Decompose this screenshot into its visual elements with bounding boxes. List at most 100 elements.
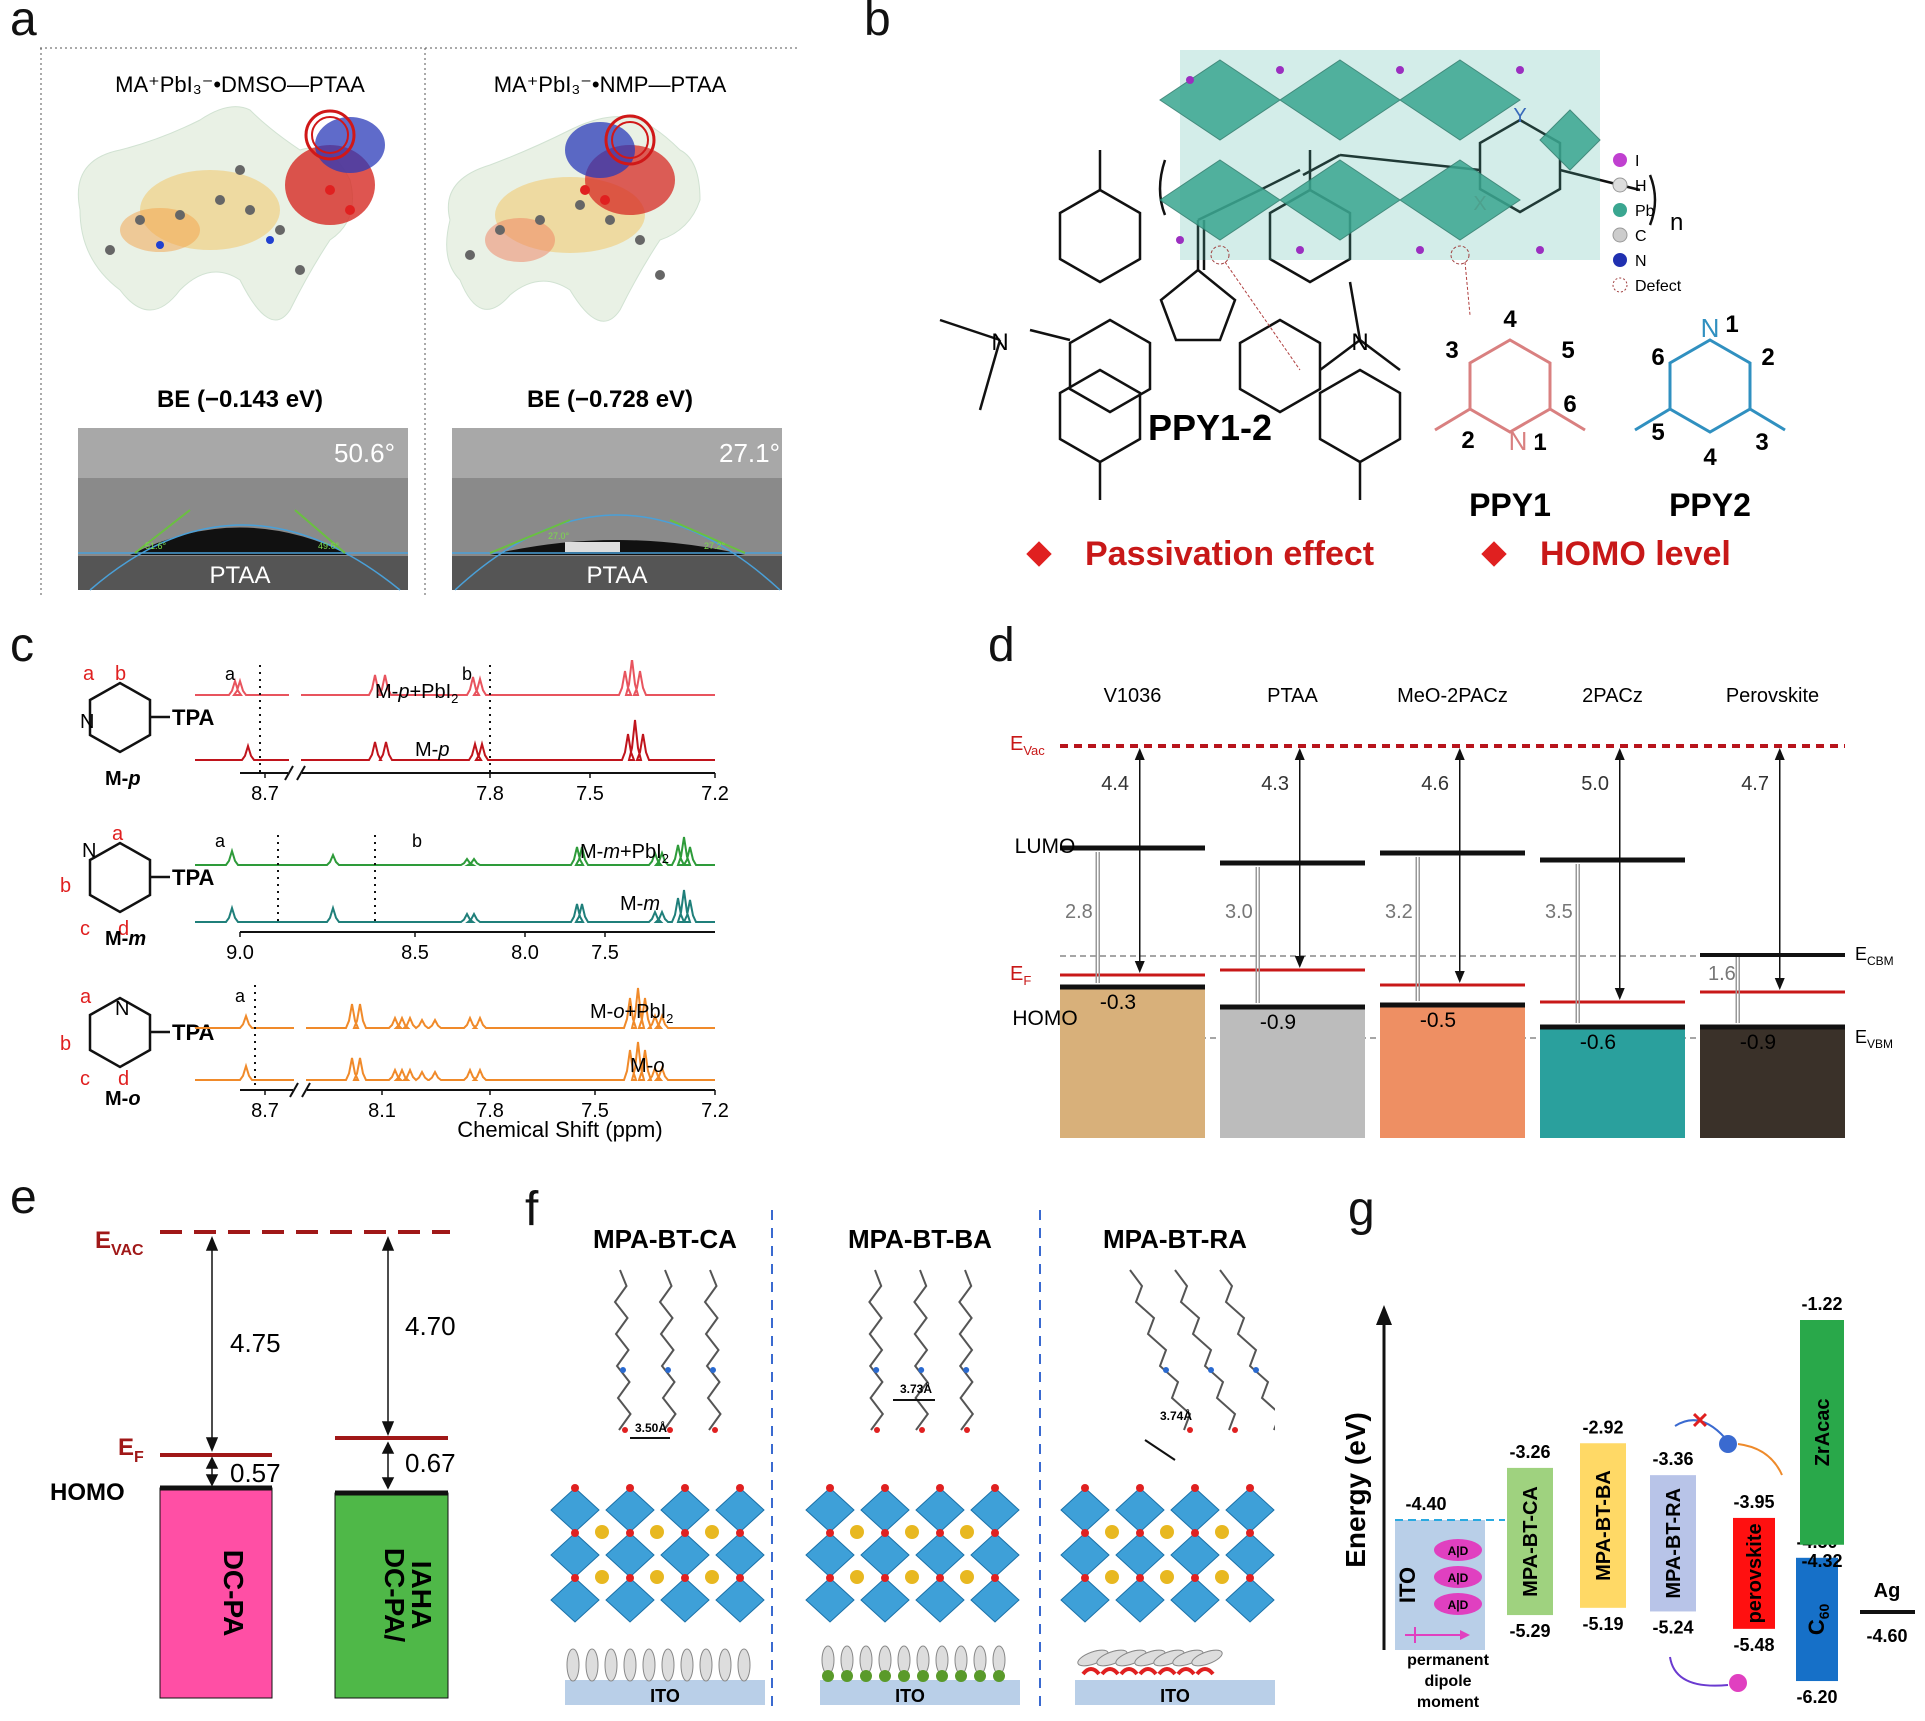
a-left-small-angle-r: 49.6° (318, 541, 340, 551)
f-ba-perov-cation-1-0 (850, 1570, 864, 1584)
e-bar-2-label-a: DC-PA/ (379, 1548, 410, 1643)
e-bar-2 (334, 1492, 449, 1699)
b-bullet-2: HOMO level (1540, 535, 1731, 573)
f-ba-perov-oct-2-2 (915, 1577, 965, 1623)
f-ca-perov-sam-5 (661, 1648, 675, 1682)
b-ppy2-label: PPY2 (1669, 487, 1751, 523)
c-peak-b-mid: b (412, 831, 422, 851)
g-dipole-stack (1434, 1539, 1482, 1615)
f-ba-perov-sam-g-1 (841, 1670, 853, 1682)
f-ba-chain-1 (913, 1269, 930, 1431)
b-ppy2-num-4: 4 (1703, 444, 1717, 471)
f-ba-perov-oct-red-2-2 (936, 1574, 944, 1582)
c-o-n: N (115, 998, 129, 1020)
d-evac-label: EVac (1010, 733, 1045, 758)
f-ba-perov-oct-red-2-0 (826, 1574, 834, 1582)
f-ca-n-atom-1 (665, 1367, 671, 1373)
f-measure-2 (1144, 1439, 1176, 1461)
f-ito-1: ITO (895, 1686, 925, 1706)
c-tick-label-bot-2: 7.8 (476, 1100, 504, 1122)
g-dipole-0: permanent (1407, 1652, 1489, 1669)
b-legend-4: N (1635, 253, 1647, 270)
b-legend-5: Defect (1635, 278, 1682, 295)
b-bullet-diamond-2 (1481, 541, 1507, 567)
d-evbm-label: EVBM (1855, 1027, 1893, 1051)
f-ba-perov-sam-3 (878, 1645, 892, 1675)
f-ba-o-atom-2 (964, 1427, 970, 1433)
g-ito-label: ITO (1395, 1567, 1420, 1603)
f-ba-perov-oct-1-1 (860, 1532, 910, 1578)
f-ra-perov-oct-red-2-1 (1136, 1574, 1144, 1582)
f-ca-perov-oct-red-2-1 (626, 1574, 634, 1582)
g-hole-icon (1729, 1674, 1747, 1692)
f-ba-perov-sam-1 (840, 1645, 854, 1675)
g-bar-label-2: MPA-BT-RA (1663, 1488, 1685, 1599)
d-wf-1: 4.3 (1261, 773, 1289, 795)
panel-e: EVAC EF HOMO 4.75 4.70 0.57 0.67 DC-PA D… (50, 1227, 456, 1699)
panel-f: MPA-BT-CA MPA-BT-BA MPA-BT-RA 3.50Å 3.73… (550, 1210, 1275, 1710)
g-dipole-1: dipole (1424, 1673, 1471, 1690)
f-ra-chain-2 (1219, 1269, 1275, 1431)
c-peak-a-mid: a (215, 831, 226, 851)
f-ba-n-atom-0 (873, 1367, 880, 1373)
e-bar-1 (159, 1487, 273, 1699)
f-ra-perov-oct-red-1-3 (1246, 1529, 1254, 1537)
f-ra-perov-sam-r-2 (1119, 1667, 1139, 1676)
g-bar-bot-0: -5.29 (1509, 1621, 1550, 1641)
a-left-substrate: PTAA (210, 562, 271, 589)
a-left-small-angle-l: 51.6° (145, 541, 167, 551)
c-mid-lab2: M-m (620, 893, 660, 915)
d-offset-0: -0.3 (1100, 991, 1136, 1014)
b-legend: I H Pb C N Defect (1612, 153, 1682, 295)
d-wf-arrowhead-bot-3 (1614, 988, 1625, 1000)
f-ra-perov-sam-1 (1096, 1649, 1128, 1667)
c-peak-a-bot: a (235, 986, 246, 1006)
g-bar-top-0: -3.26 (1509, 1442, 1550, 1462)
f-ba-perov-sam-7 (954, 1645, 968, 1675)
panel-d-letter: d (988, 619, 1015, 672)
a-right-molecule (446, 114, 701, 322)
c-axis-bot-break-2 (301, 1082, 311, 1098)
b-legend-1: H (1635, 178, 1647, 195)
d-wf-arrowhead-top-2 (1454, 748, 1465, 760)
f-ra-perov-cation-0-2 (1215, 1525, 1229, 1539)
f-ra-perov-sam-2 (1115, 1649, 1147, 1667)
g-bar-5 (1800, 1320, 1844, 1545)
f-ba-chain-0 (868, 1269, 885, 1431)
f-ra-perov-sam-r-0 (1081, 1667, 1101, 1676)
f-ra-perov-oct-2-3 (1225, 1577, 1275, 1623)
f-ra-perov-sam-5 (1172, 1649, 1204, 1667)
f-ba-perov-ito (820, 1680, 1020, 1705)
b-ppy1-num-4: 2 (1461, 427, 1474, 454)
c-spectrum-top-2 (195, 719, 715, 761)
g-bar-label-0: MPA-BT-CA (1520, 1486, 1542, 1597)
a-right-small-angle-l: 27.0° (548, 531, 570, 541)
f-ba-o-atom-1 (919, 1427, 925, 1433)
c-spectrum-top-1-gap (289, 691, 301, 699)
f-ba-perov-oct-red-1-3 (991, 1529, 999, 1537)
f-ba-perov-sam-g-0 (822, 1670, 834, 1682)
c-o-atom-b: b (60, 1033, 71, 1055)
f-ba-n-atom-1 (918, 1367, 925, 1373)
c-tick-label-mid-2: 8.0 (511, 942, 539, 964)
f-ba-perov-oct-red-2-1 (881, 1574, 889, 1582)
g-bars: MPA-BT-CA-3.26-5.29MPA-BT-BA-2.92-5.19MP… (1507, 1294, 1844, 1707)
f-ca-perov-ito (565, 1680, 765, 1705)
c-mol-label-o: M-o (105, 1088, 141, 1110)
c-peak-b-top: b (462, 664, 472, 684)
c-peak-a-top: a (225, 664, 236, 684)
f-distance-0: 3.50Å (635, 1420, 667, 1435)
c-bot-lab1: M-o+PbI2 (590, 1001, 673, 1026)
f-ca-n-atom-0 (620, 1367, 626, 1373)
e-wf-1: 4.75 (230, 1328, 281, 1358)
f-ra-perov-oct-red-1-1 (1136, 1529, 1144, 1537)
c-m-atom-c: c (80, 918, 90, 940)
f-ba-perov-oct-1-2 (915, 1532, 965, 1578)
c-spectrum-bot-1 (195, 987, 715, 1030)
f-ba-perov-sam-g-7 (955, 1670, 967, 1682)
c-mid-lab1: M-m+PbI2 (580, 841, 669, 866)
c-o-atom-a: a (80, 986, 92, 1008)
c-tick-label-top-3: 7.2 (701, 783, 729, 805)
c-tick-label-bot-4: 7.2 (701, 1100, 729, 1122)
